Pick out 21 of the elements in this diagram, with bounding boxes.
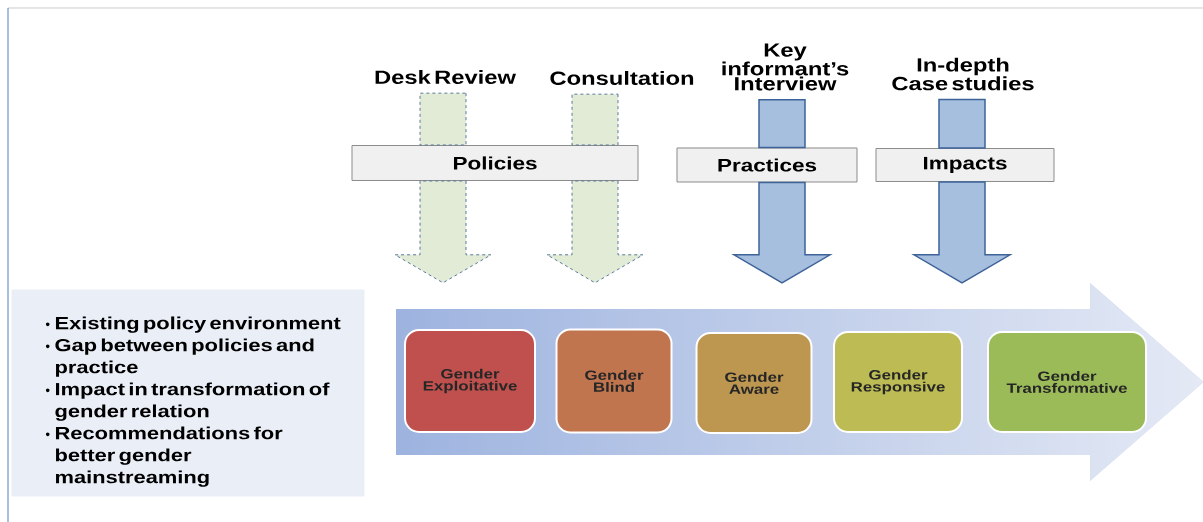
block-arrow xyxy=(546,180,644,284)
stage-box: Gender Responsive xyxy=(833,331,963,433)
findings-list: Existing policy environment Gap between policies and practice Impact in transformation of gender relation Recommendations for better gender mainstreaming xyxy=(11,289,365,497)
block-arrow xyxy=(911,181,1013,284)
category-band: Policies xyxy=(351,145,639,181)
stage-box: Gender Aware xyxy=(695,332,813,434)
stage-box: Gender Blind xyxy=(555,328,673,434)
block-arrow xyxy=(419,92,467,146)
stage-box: Gender Transformative xyxy=(987,331,1147,433)
method-label: In-depth Case studies xyxy=(892,57,1034,91)
category-band: Impacts xyxy=(875,148,1055,182)
block-arrow xyxy=(938,98,986,149)
method-label: Consultation xyxy=(550,71,694,85)
block-arrow xyxy=(758,98,806,149)
block-arrow xyxy=(571,93,619,146)
method-label: Desk Review xyxy=(375,70,516,84)
stage-box: Gender Exploitative xyxy=(404,329,536,433)
block-arrow xyxy=(394,180,492,284)
method-label: Key informant’s Interview xyxy=(722,43,849,91)
category-band: Practices xyxy=(676,147,858,183)
block-arrow xyxy=(731,181,833,284)
